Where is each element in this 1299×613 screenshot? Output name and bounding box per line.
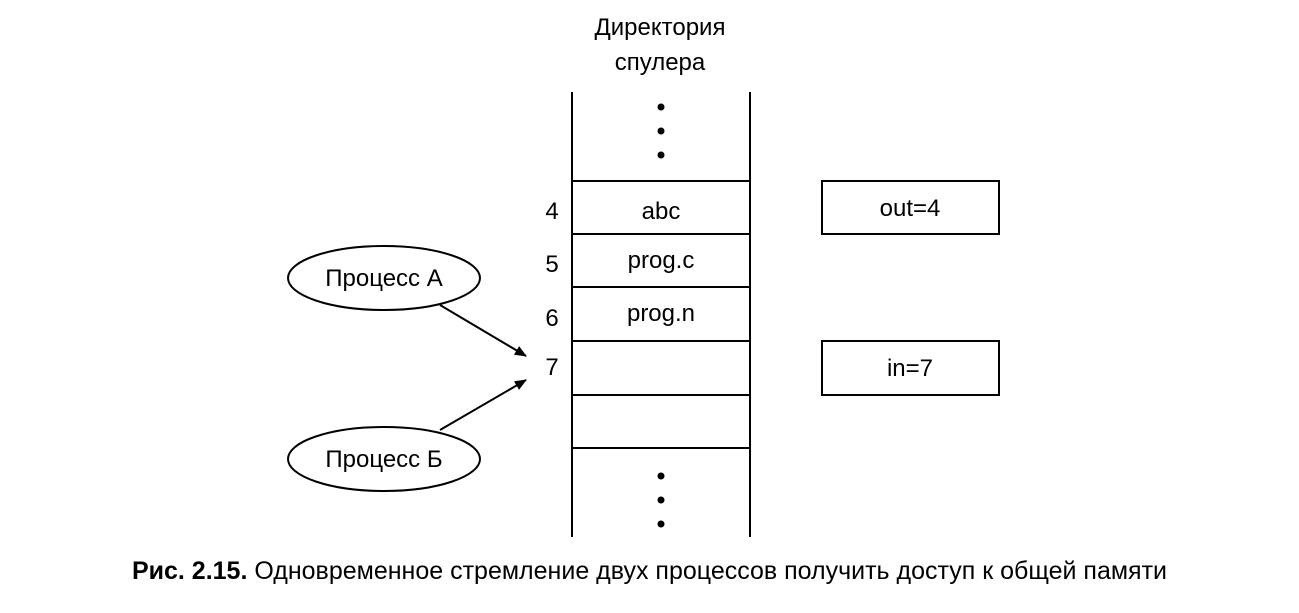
out-pointer-box: out=4 [821,180,1000,235]
in-pointer-frame [821,340,1000,396]
figure-caption: Рис. 2.15. Одновременное стремление двух… [0,555,1299,587]
figure-number: Рис. 2.15. [131,557,248,585]
spooler-directory [571,92,751,537]
process-b-arrow [439,379,527,431]
directory-title-line2: спулера [615,49,706,76]
ellipsis-top [657,103,665,159]
ellipsis-dot [657,103,665,111]
process-a: Процесс А [287,245,481,311]
ellipsis-dot [657,151,665,159]
directory-title-line1: Директория [595,14,726,41]
process-a-label: Процесс А [325,265,442,292]
out-pointer-label: out=4 [880,195,941,222]
ellipsis-dot [657,520,665,528]
slot-file-name: prog.n [627,300,695,327]
process-a-arrow [439,304,527,357]
out-pointer-frame [821,180,1000,235]
process-b-ellipse [287,426,481,492]
process-a-ellipse [287,245,481,311]
ellipsis-dot [657,496,665,504]
slot-index: 6 [545,305,558,332]
ellipsis-dot [657,472,665,480]
process-b-label: Процесс Б [325,446,442,473]
process-b: Процесс Б [287,426,481,492]
slot-index: 5 [545,251,558,278]
slot-index: 7 [545,354,558,381]
figure-caption-text: Одновременное стремление двух процессов … [247,557,1168,585]
ellipsis-dot [657,127,665,135]
slot-file-name: prog.c [628,247,695,274]
in-pointer-label: in=7 [887,355,933,382]
ellipsis-bottom [657,472,665,528]
slot-file-name: abc [642,198,681,225]
in-pointer-box: in=7 [821,340,1000,396]
slot-index: 4 [545,198,558,225]
